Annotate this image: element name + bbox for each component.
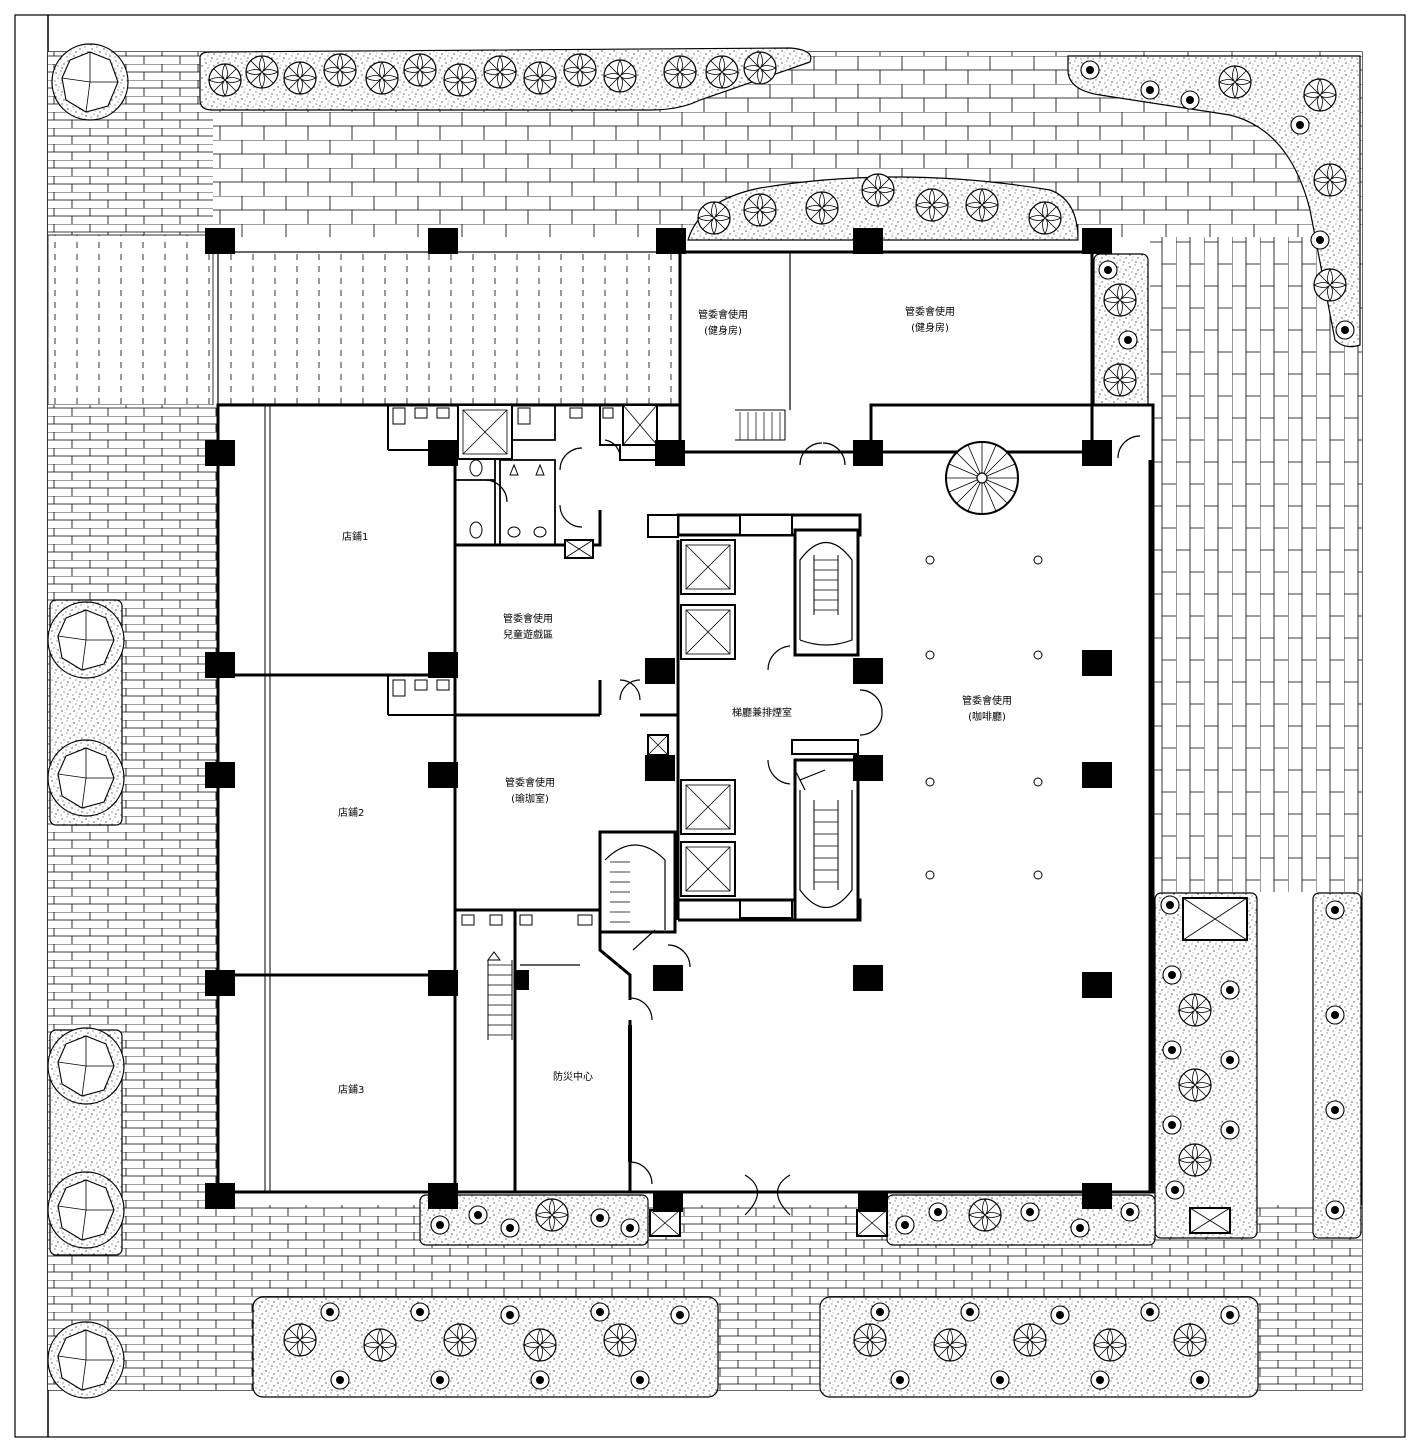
room-label-line2: (咖啡廳) xyxy=(968,712,1006,723)
spiral-stair-symbol xyxy=(945,441,1019,515)
room-label-gym-small: 管委會使用 (健身房) xyxy=(698,308,748,340)
room-label-elevator-lobby: 梯廳兼排煙室 xyxy=(732,706,792,722)
room-label-line1: 店鋪2 xyxy=(338,808,365,819)
room-label-line2: (健身房) xyxy=(911,323,949,334)
room-label-shop3: 店鋪3 xyxy=(338,1083,364,1099)
room-label-disaster-center: 防災中心 xyxy=(553,1070,593,1086)
room-label-line1: 管委會使用 xyxy=(505,778,555,789)
toilet-symbol xyxy=(392,407,614,961)
columns xyxy=(205,228,1112,1212)
room-label-line2: (瑜珈室) xyxy=(511,794,549,805)
ceiling-marker xyxy=(925,555,1043,880)
room-label-line1: 防災中心 xyxy=(553,1072,593,1083)
room-label-line1: 管委會使用 xyxy=(503,614,553,625)
room-label-gym-large: 管委會使用 (健身房) xyxy=(905,305,955,337)
room-label-shop2: 店鋪2 xyxy=(338,806,364,822)
room-label-line1: 店鋪1 xyxy=(342,532,369,543)
door-swing-symbol xyxy=(484,435,1141,1216)
room-label-cafe: 管委會使用 (咖啡廳) xyxy=(962,694,1012,726)
room-label-yoga: 管委會使用 (瑜珈室) xyxy=(505,776,555,808)
room-label-shop1: 店鋪1 xyxy=(342,530,368,546)
room-label-kids-play: 管委會使用 兒童遊戲區 xyxy=(503,612,553,644)
room-label-line2: (健身房) xyxy=(704,326,742,337)
room-label-line1: 管委會使用 xyxy=(905,307,955,318)
room-label-line1: 店鋪3 xyxy=(338,1085,365,1096)
room-label-line2: 兒童遊戲區 xyxy=(503,630,553,641)
room-label-line1: 管委會使用 xyxy=(962,696,1012,707)
room-label-line1: 管委會使用 xyxy=(698,310,748,321)
room-label-line1: 梯廳兼排煙室 xyxy=(732,708,792,719)
stair-symbol xyxy=(487,409,860,1040)
